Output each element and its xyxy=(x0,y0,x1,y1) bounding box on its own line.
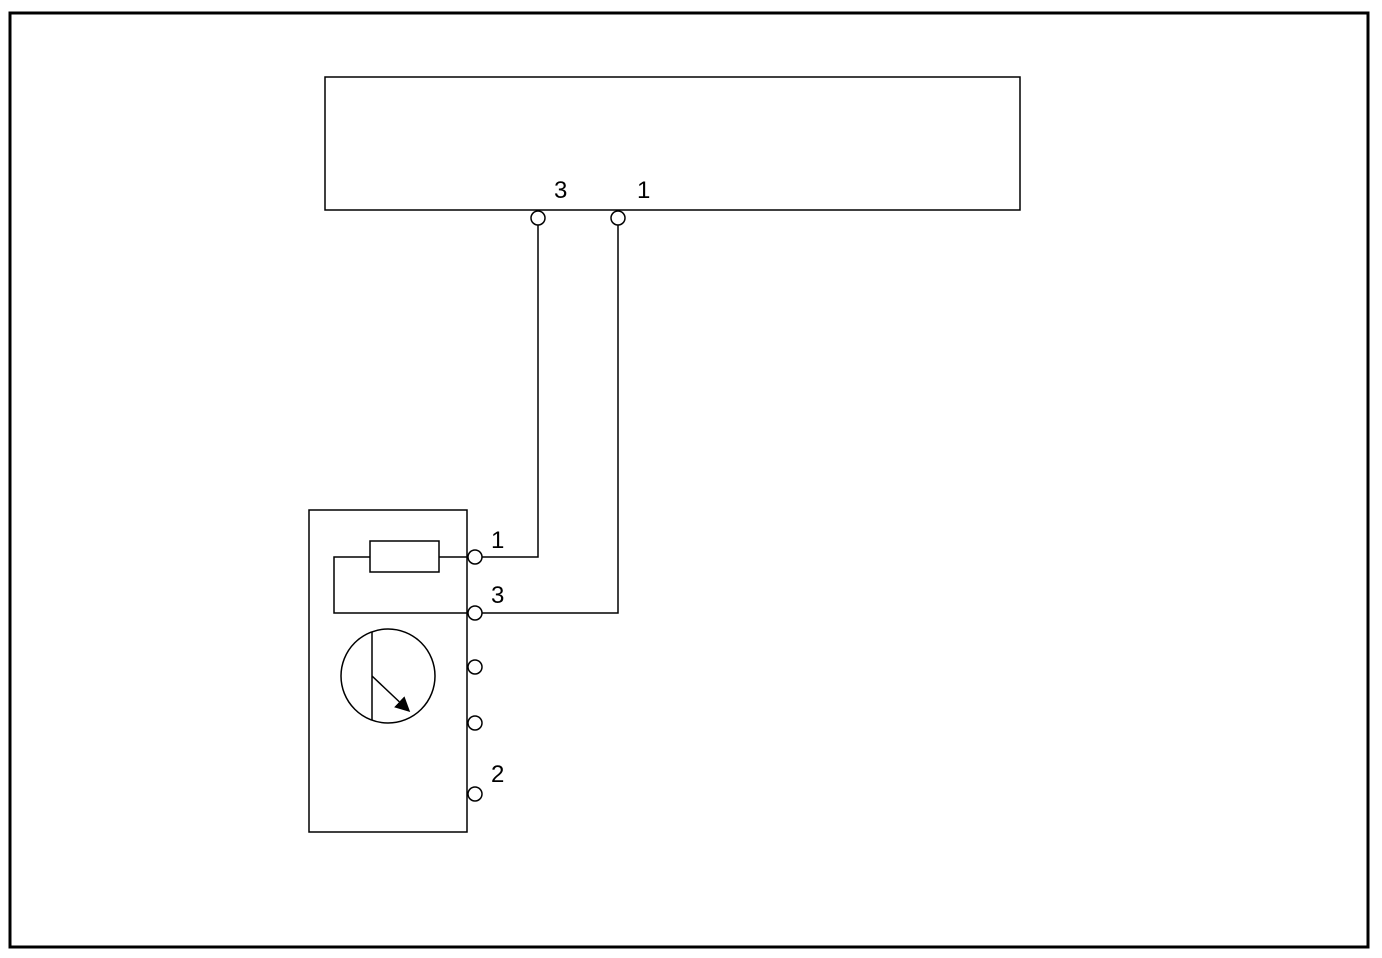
tester-terminal-2-label: 2 xyxy=(491,761,504,788)
tester: 1 3 2 xyxy=(308,509,504,833)
control-unit-pin-1-label: 1 xyxy=(637,177,650,204)
control-unit-box xyxy=(324,76,1021,211)
resistor-icon xyxy=(369,540,440,573)
tester-terminal-1-label: 1 xyxy=(491,527,504,554)
wire-pin1-to-terminal3 xyxy=(482,225,619,614)
tester-terminal-3-label: 3 xyxy=(491,582,504,609)
transistor-meter-icon xyxy=(340,628,436,724)
tester-terminal-1 xyxy=(467,549,483,565)
tester-terminal-2 xyxy=(467,786,483,802)
control-unit-pin-3-label: 3 xyxy=(554,177,567,204)
tester-terminal-3 xyxy=(467,605,483,621)
control-unit: 3 1 xyxy=(324,76,1021,226)
control-unit-pin-3 xyxy=(530,210,546,226)
tester-box xyxy=(308,509,468,833)
tester-terminal-unlabeled-a xyxy=(467,659,483,675)
diagram-frame xyxy=(8,11,1370,949)
wire-pin3-to-terminal1 xyxy=(482,225,539,558)
resistor-loop-wire xyxy=(333,556,468,614)
tester-terminal-unlabeled-b xyxy=(467,715,483,731)
control-unit-pin-1 xyxy=(610,210,626,226)
